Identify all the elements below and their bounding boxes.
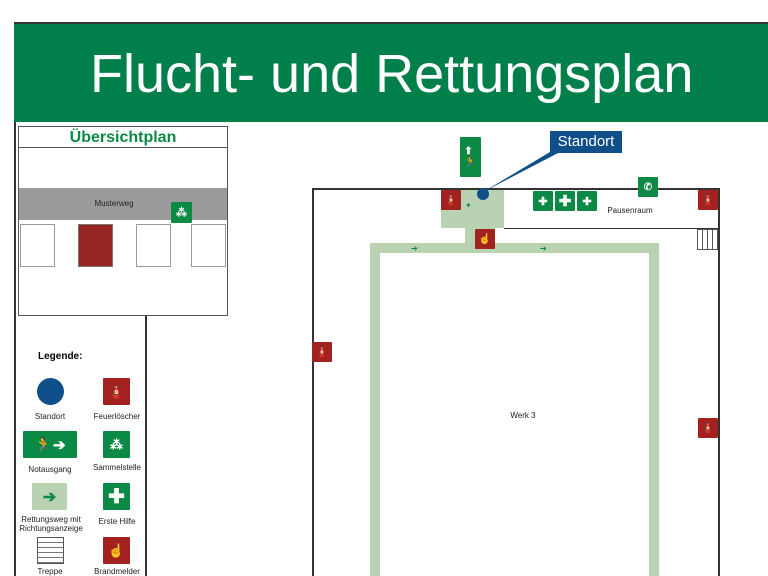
location-dot-icon	[37, 378, 64, 405]
legend-label: Feuerlöscher	[93, 412, 141, 421]
fire-alarm-icon: ☝	[103, 537, 130, 564]
street-label: Musterweg	[94, 199, 134, 208]
legend-label: Rettungsweg mit Richtungsanzeige	[19, 515, 83, 533]
assembly-point-icon: ⁂	[171, 202, 192, 223]
escape-route-loop	[370, 243, 659, 576]
route-arrow-icon: ➔	[540, 244, 547, 253]
fire-extinguisher-icon: 🧯	[103, 378, 130, 405]
emergency-shower-icon: ✚	[577, 191, 597, 211]
street: Musterweg	[19, 188, 227, 220]
callout-pointer	[483, 152, 560, 192]
legend-label: Treppe	[37, 567, 63, 576]
wall	[504, 228, 719, 229]
legend-divider	[145, 316, 147, 576]
room-label: Pausenraum	[607, 206, 653, 215]
building-current	[78, 224, 113, 267]
assembly-point-icon: ⁂	[103, 431, 130, 458]
wall	[718, 188, 720, 576]
fire-alarm-icon: ☝	[475, 229, 495, 249]
fire-extinguisher-icon: 🧯	[441, 190, 461, 210]
route-arrow-icon: ➔	[411, 244, 418, 253]
first-aid-icon: ✚	[555, 191, 575, 211]
header-banner: Flucht- und Rettungsplan	[14, 22, 768, 122]
fire-extinguisher-icon: 🧯	[312, 342, 332, 362]
legend-title: Legende:	[38, 351, 83, 362]
legend-label: Sammelstelle	[92, 463, 141, 472]
route-arrow-icon: ✦	[465, 201, 472, 210]
legend-label: Erste Hilfe	[98, 517, 136, 526]
page-title: Flucht- und Rettungsplan	[90, 44, 694, 104]
eye-wash-icon: ✚	[533, 191, 553, 211]
legend-label: Brandmelder	[94, 567, 140, 576]
emergency-phone-icon: ✆	[638, 177, 658, 197]
frame-left-border	[14, 22, 16, 576]
building	[20, 224, 55, 267]
building	[191, 224, 226, 267]
fire-extinguisher-icon: 🧯	[698, 190, 718, 210]
building	[136, 224, 171, 267]
stairs-icon	[697, 229, 718, 250]
wall	[312, 188, 720, 190]
stairs-icon	[37, 537, 64, 564]
emergency-exit-icon: 🏃➔	[23, 431, 77, 458]
first-aid-icon: ✚	[103, 483, 130, 510]
standort-callout: Standort	[550, 131, 622, 153]
escape-route-arrow-icon: ➔	[32, 483, 67, 510]
fire-extinguisher-icon: 🧯	[698, 418, 718, 438]
emergency-exit-icon: ⬆🏃	[460, 137, 481, 177]
overview-map: Übersichtplan Musterweg ⁂	[18, 126, 228, 316]
legend-label: Notausgang	[28, 465, 72, 474]
legend-label: Standort	[34, 412, 66, 421]
location-dot-icon	[477, 188, 489, 200]
room-label: Werk 3	[510, 411, 536, 420]
overview-title: Übersichtplan	[19, 127, 227, 148]
wall	[312, 188, 314, 576]
